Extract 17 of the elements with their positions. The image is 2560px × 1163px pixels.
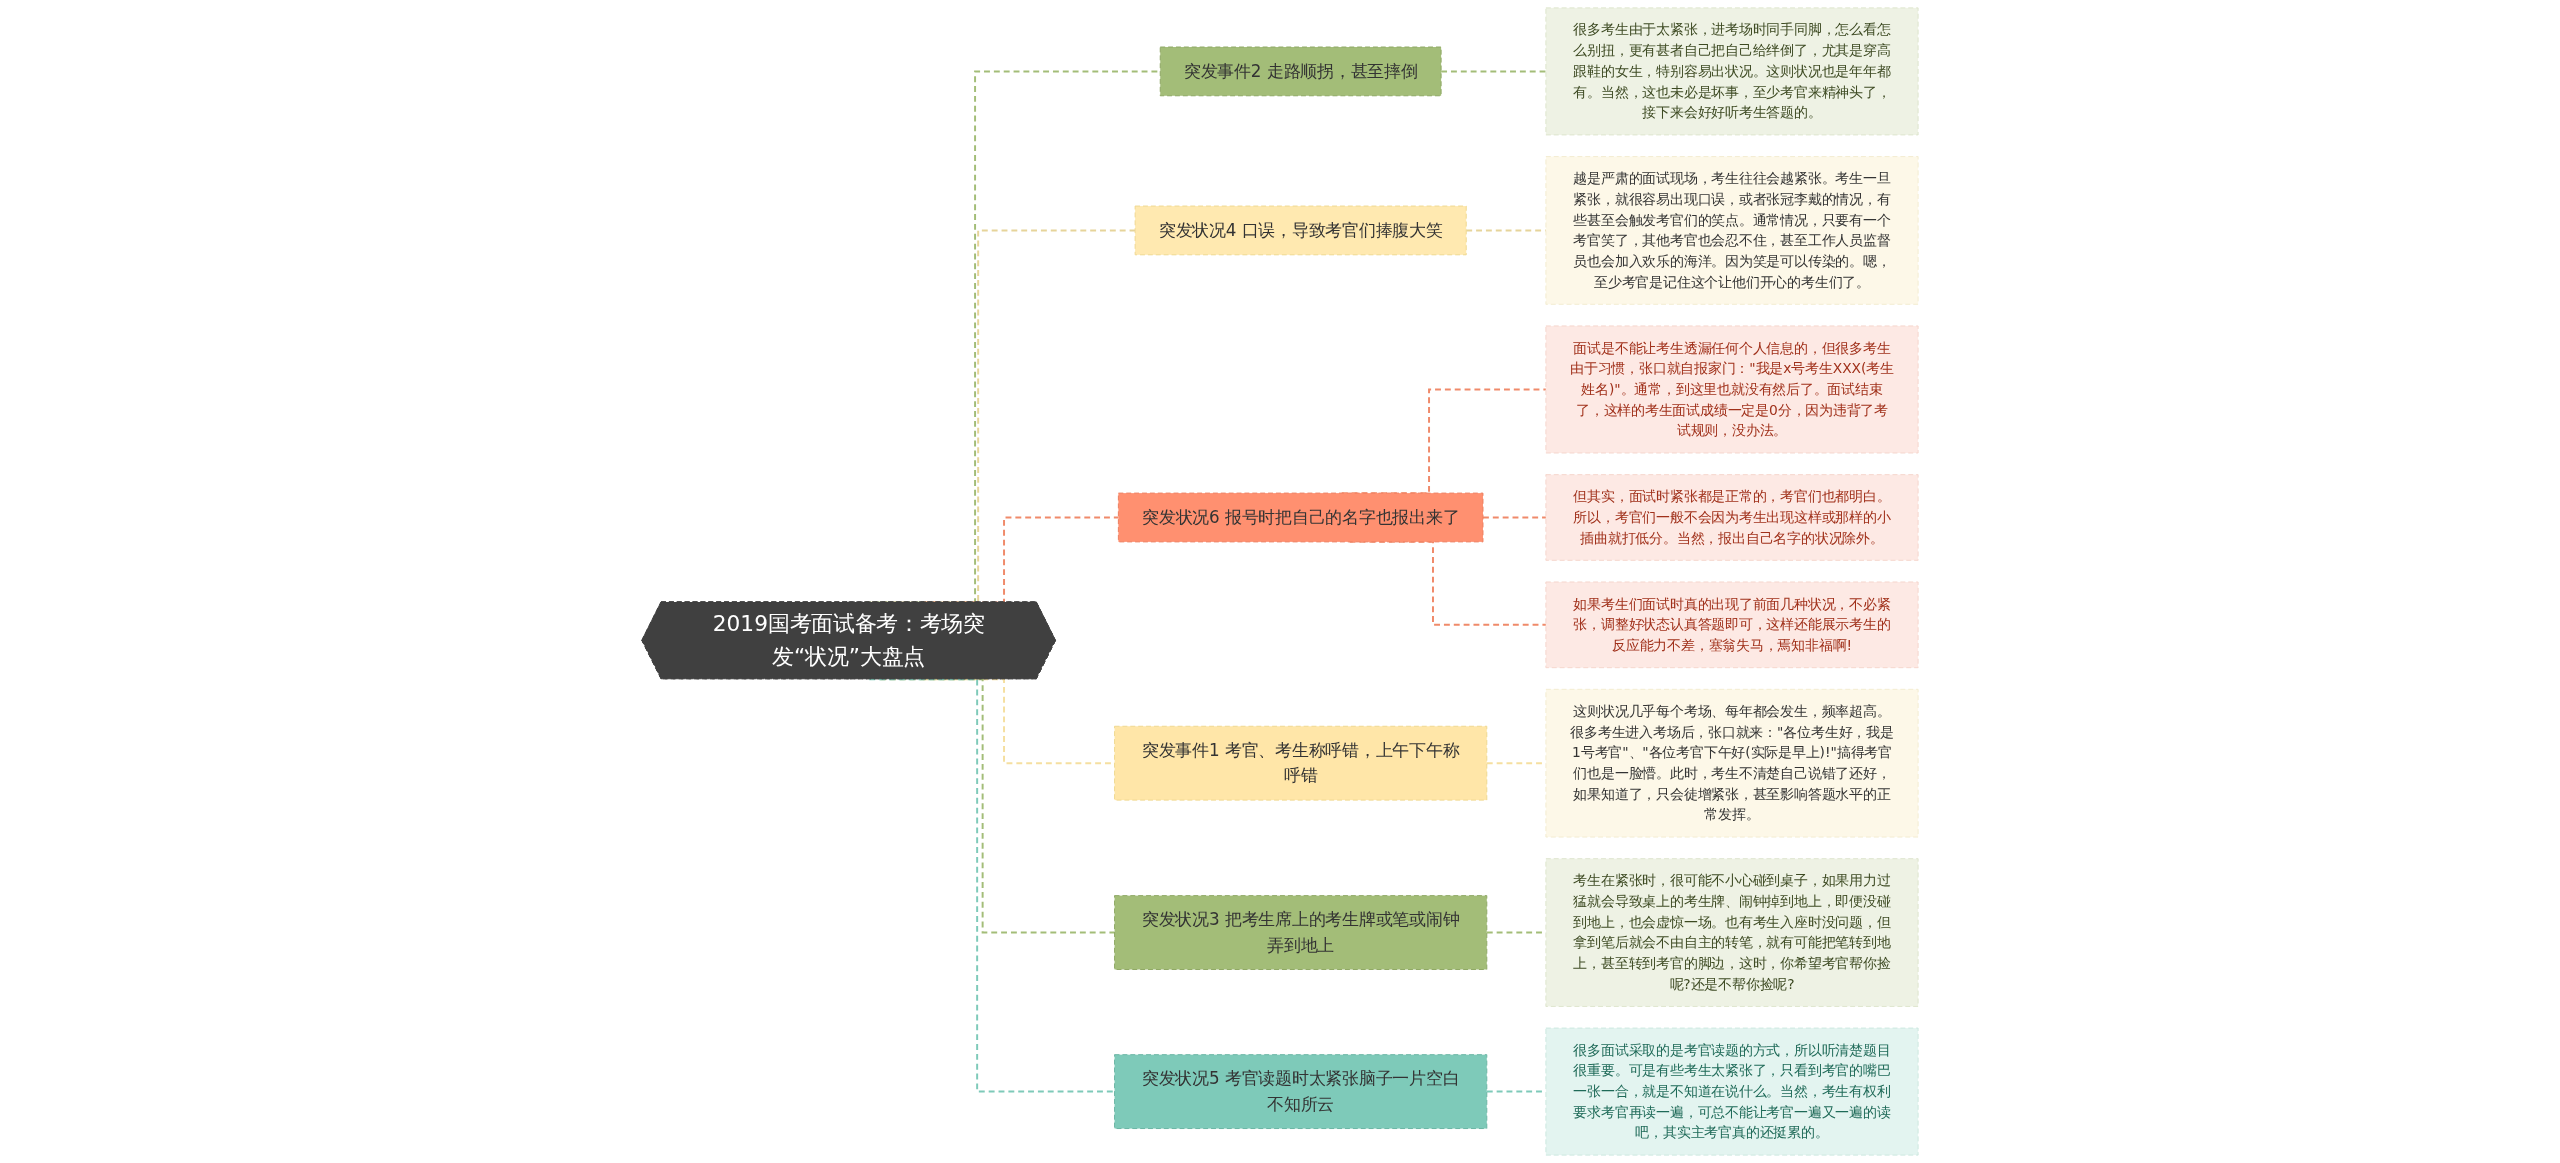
node-box: 很多面试采取的是考官读题的方式，所以听清楚题目很重要。可是有些考生太紧张了，只看到考官的嘴巴一张一合，就是不知道在说什么。当然，考生有权利要求考官再读一遍，可总不能让考官一遍又一遍的读吧，其实主考官真的还挺累的。 <box>1545 1027 1919 1156</box>
node-box: 但其实，面试时紧张都是正常的，考官们也都明白。所以，考官们一般不会因为考生出现这样或那样的小插曲就打低分。当然，报出自己名字的状况除外。 <box>1545 474 1919 561</box>
node-box: 如果考生们面试时真的出现了前面几种状况，不必紧张，调整好状态认真答题即可，这样还能展示考生的反应能力不差，塞翁失马，焉知非福啊! <box>1545 581 1919 669</box>
node-box: 考生在紧张时，很可能不小心碰到桌子，如果用力过猛就会导致桌上的考生牌、闹钟掉到地上，即便没碰到地上，也会虚惊一场。也有考生入座时没问题，但拿到笔后就会不由自主的转笔，就有可能把笔转到地上，甚至转到考官的脚边，这时，你希望考官帮你捡呢?还是不帮你捡呢? <box>1545 858 1919 1007</box>
node-box: 很多考生由于太紧张，进考场时同手同脚，怎么看怎么别扭，更有甚者自己把自己给绊倒了，尤其是穿高跟鞋的女生，特别容易出状况。这则状况也是年年都有。当然，这也未必是坏事，至少考官来精神头了，接下来会好好听考生答题的。 <box>1545 7 1919 136</box>
connector <box>1482 516 1547 519</box>
node-box: 突发事件2 走路顺拐，甚至摔倒 <box>1159 46 1442 97</box>
node-box: 越是严肃的面试现场，考生往往会越紧张。考生一旦紧张，就很容易出现口误，或者张冠李戴的情况，有些甚至会触发考官们的笑点。通常情况，只要有一个考官笑了，其他考官也会忍不住，甚至工作人员监督员也会加入欢乐的海洋。因为笑是可以传染的。嗯，至少考官是记住这个让他们开心的考生们了。 <box>1545 156 1919 305</box>
node-box: 突发状况5 考官读题时太紧张脑子一片空白不知所云 <box>1114 1054 1488 1129</box>
node-box: 面试是不能让考生透漏任何个人信息的，但很多考生由于习惯，张口就自报家门："我是x号考生XXX(考生姓名)"。通常，到这里也就没有然后了。面试结束了，这样的考生面试成绩一定是0分，因为违背了考试规则，没办法。 <box>1545 325 1919 454</box>
connector <box>1440 70 1547 73</box>
node-box: 突发状况6 报号时把自己的名字也报出来了 <box>1117 492 1484 543</box>
connector <box>868 678 1116 1093</box>
node-box: 突发状况4 口误，导致考官们捧腹大笑 <box>1134 205 1467 256</box>
node-box: 这则状况几乎每个考场、每年都会发生，频率超高。很多考生进入考场后，张口就来："各位考生好，我是1号考官"、"各位考官下午好(实际是早上)!"搞得考官们也是一脸懵。此时，考生不清楚自己说错了还好，如果知道了，只会徒增紧张，甚至影响答题水平的正常发挥。 <box>1545 688 1919 838</box>
node-box: 突发事件1 考官、考生称呼错，上午下午称呼错 <box>1114 725 1488 801</box>
node-box: 突发状况3 把考生席上的考生牌或笔或闹钟弄到地上 <box>1114 895 1488 970</box>
